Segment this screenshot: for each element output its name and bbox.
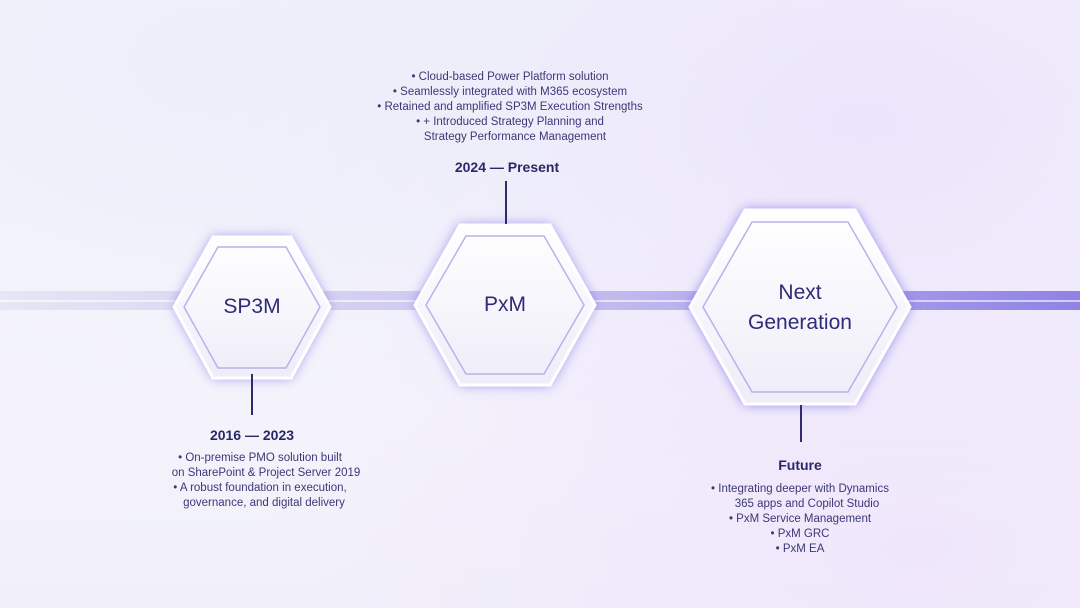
bullet: • Integrating deeper with Dynamics	[711, 483, 889, 495]
bullet: • Cloud-based Power Platform solution	[411, 71, 609, 83]
hexagon-sp3m	[172, 235, 332, 380]
bullets-sp3m: • On-premise PMO solution built on Share…	[140, 451, 380, 511]
label-line-1: Next	[778, 281, 822, 304]
bullet: • PxM EA	[775, 543, 825, 555]
bullet: Strategy Performance Management	[423, 131, 607, 143]
bullets-pxm: • Cloud-based Power Platform solution • …	[350, 70, 670, 145]
hexagon-label-pxm: PxM	[484, 293, 526, 316]
connector-sp3m	[251, 374, 253, 415]
bullet: on SharePoint & Project Server 2019	[171, 467, 361, 479]
hexagon-label-sp3m: SP3M	[223, 295, 281, 318]
hexagon-next-generation	[688, 208, 912, 406]
hexagon-pxm	[413, 223, 597, 387]
period-sp3m: 2016 — 2023	[209, 427, 295, 443]
hexagon-label-next-generation: Next Generation	[690, 278, 910, 338]
bullet: • PxM GRC	[770, 528, 830, 540]
bullet: • A robust foundation in execution,	[173, 482, 347, 494]
label-line-2: Generation	[748, 311, 852, 334]
period-pxm: 2024 — Present	[454, 159, 560, 175]
bullet: • + Introduced Strategy Planning and	[416, 116, 604, 128]
bullet: • Retained and amplified SP3M Execution …	[377, 101, 643, 113]
bullet: • PxM Service Management	[728, 513, 872, 525]
bullet: 365 apps and Copilot Studio	[734, 498, 880, 510]
period-next-generation: Future	[778, 457, 822, 473]
connector-pxm	[505, 181, 507, 224]
bullet: • On-premise PMO solution built	[178, 452, 342, 464]
bullet: governance, and digital delivery	[183, 497, 345, 509]
connector-next-generation	[800, 405, 802, 442]
bullet: • Seamlessly integrated with M365 ecosys…	[392, 86, 628, 98]
bullets-next-generation: • Integrating deeper with Dynamics 365 a…	[680, 482, 920, 557]
